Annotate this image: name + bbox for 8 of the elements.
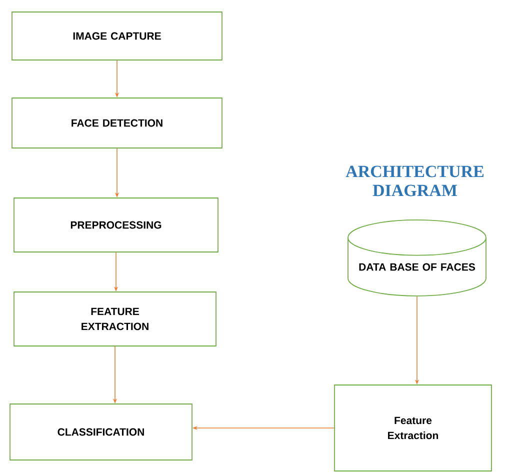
process-box: CLASSIFICATION [10, 404, 192, 460]
process-box: FACE DETECTION [12, 98, 222, 148]
process-box: PREPROCESSING [14, 198, 218, 252]
database-cylinder: DATA BASE OF FACES [348, 219, 486, 296]
process-box: Feature Extraction [334, 384, 492, 472]
process-box: IMAGE CAPTURE [12, 12, 222, 60]
title: ARCHITECTURE DIAGRAM [346, 166, 484, 196]
process-box: FEATURE EXTRACTION [14, 292, 216, 346]
